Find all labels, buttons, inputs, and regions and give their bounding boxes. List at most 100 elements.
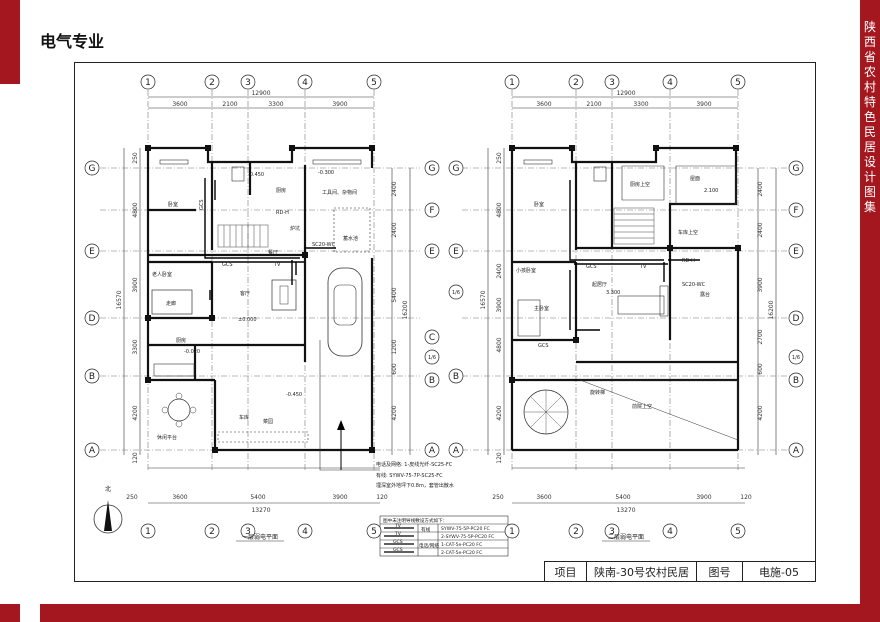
p2-bottom-dim-5: 120 — [740, 494, 752, 501]
legend-kind-3: 电话/网络 — [419, 542, 439, 549]
p2-right-dim-1: 2400 — [757, 181, 764, 196]
axis-row-b: B — [89, 372, 95, 382]
p1-top-total: 12900 — [251, 90, 270, 97]
p2-axis-row-a-right: A — [793, 446, 800, 456]
level-3: ±0.000 — [238, 317, 257, 323]
axis-row-f-right: F — [429, 206, 434, 216]
gcs-label-1: GCS — [222, 262, 233, 268]
project-name: 陕南-30号农村民居 — [587, 562, 697, 581]
note-1: 电话及网络: 1-皮线光纤-SC25-FC — [376, 461, 453, 468]
p2-room-study: 起居厅 — [592, 282, 607, 288]
axis-row-g-right: G — [429, 164, 436, 174]
p2-axis-row-b-right: B — [793, 376, 799, 386]
room-living: 客厅 — [240, 290, 250, 297]
north-label: 北 — [105, 485, 111, 493]
p1-left-dim-2: 4800 — [132, 202, 139, 217]
project-label: 项目 — [545, 562, 587, 581]
p2-room-garage-upper: 车库上空 — [678, 229, 698, 236]
legend-kind-1: 有线 — [421, 526, 431, 533]
p2-room-master: 主卧室 — [534, 305, 549, 312]
room-kitchen: 厨房 — [176, 337, 186, 344]
axis-col-3-bottom: 3 — [245, 527, 251, 537]
p2-axis-col-4-bottom: 4 — [667, 527, 673, 537]
sc-label-2: SC20-WC — [682, 282, 706, 288]
room-water: 蓄水池 — [343, 235, 358, 242]
gcs-label-2: GCS — [586, 264, 597, 270]
p2-room-stairs: 旋转梯 — [590, 389, 605, 396]
axis-col-4: 4 — [302, 78, 308, 88]
p2-left-dim-3: 2400 — [496, 263, 503, 278]
p2-axis-row-f-right: F — [793, 206, 798, 216]
red-bar-bottom-left — [0, 604, 20, 622]
axis-row-a-right: A — [429, 446, 436, 456]
level-5: -0.450 — [286, 392, 302, 398]
p2-axis-col-1: 1 — [509, 78, 515, 88]
p2-right-dim-6: 4200 — [757, 405, 764, 420]
p1-right-dim-4: 1200 — [391, 339, 398, 354]
p2-right-dim-5: 600 — [757, 363, 764, 375]
axis-col-1: 1 — [145, 78, 151, 88]
side-title: 陕西省农村特色民居设计图集 — [863, 20, 876, 214]
axis-row-c-right: C — [429, 333, 435, 343]
legend-sym-1: TV — [394, 523, 402, 529]
p1-right-dim-2: 2400 — [391, 222, 398, 237]
axis-row-a: A — [89, 446, 96, 456]
axis-row-e-right: E — [429, 247, 435, 257]
p1-bottom-dim-5: 120 — [376, 494, 388, 501]
p1-left-dim-5: 4200 — [132, 405, 139, 420]
plan1-caption: 一层弱电平面 — [242, 533, 278, 541]
p2-axis-row-g-right: G — [793, 164, 800, 174]
p2-right-total: 16200 — [768, 300, 775, 319]
p1-right-dim-1: 2400 — [391, 181, 398, 196]
axis-col-2-bottom: 2 — [209, 527, 215, 537]
drawing-sheet — [74, 62, 816, 582]
axis-col-1-bottom: 1 — [145, 527, 151, 537]
room-garage: 车库 — [239, 414, 249, 421]
p2-bottom-dim-3: 5400 — [615, 494, 630, 501]
p2-left-dim-2: 4800 — [496, 202, 503, 217]
p2-top-dim-1: 3600 — [536, 101, 551, 108]
p1-left-dim-1: 250 — [132, 152, 139, 164]
axis-row-e: E — [89, 247, 95, 257]
p2-bottom-total: 13270 — [616, 507, 635, 514]
p2-room-void: 前院上空 — [632, 403, 652, 410]
p2-axis-row-e: E — [453, 247, 459, 257]
p2-top-dim-4: 3900 — [696, 101, 711, 108]
p1-top-dim-3: 3300 — [268, 101, 283, 108]
p1-left-dim-3: 3900 — [132, 277, 139, 292]
p2-room-child: 小孩卧室 — [516, 267, 536, 274]
p2-axis-row-b: B — [453, 372, 459, 382]
p2-bottom-dim-2: 3600 — [536, 494, 551, 501]
p2-axis-row-d-right: D — [793, 314, 800, 324]
legend-title: 图中未注明导线敷设方式如下： — [383, 517, 447, 524]
gcs-label-3: GCS — [538, 343, 549, 349]
p2-room-bedroom: 卧室 — [534, 201, 544, 208]
p2-level-1: 2.100 — [704, 188, 718, 194]
p2-bottom-dim-1: 250 — [492, 494, 504, 501]
p1-top-dim-4: 3900 — [332, 101, 347, 108]
p1-bottom-dim-3: 5400 — [250, 494, 265, 501]
level-1: -0.450 — [248, 172, 264, 178]
p2-axis-row-a: A — [453, 446, 460, 456]
p2-right-dim-2: 2400 — [757, 222, 764, 237]
p2-axis-sub-row-right: 1/6 — [792, 355, 800, 361]
p1-right-dim-6: 4200 — [391, 405, 398, 420]
axis-col-5-bottom: 5 — [371, 527, 377, 537]
rd-label-2: RD-H — [682, 258, 695, 264]
room-dining: 餐厅 — [268, 249, 278, 256]
p1-left-dim-4: 3300 — [132, 339, 139, 354]
p1-right-dim-3: 5400 — [391, 287, 398, 302]
axis-col-4-bottom: 4 — [302, 527, 308, 537]
p2-axis-col-3-bottom: 3 — [609, 527, 615, 537]
legend-sym-3: GCS — [393, 539, 403, 545]
p2-axis-col-4: 4 — [667, 78, 673, 88]
p2-level-2: 3.300 — [606, 290, 620, 296]
p2-axis-col-3: 3 — [609, 78, 615, 88]
p2-axis-row-e-right: E — [793, 247, 799, 257]
axis-row-g: G — [89, 164, 96, 174]
section-title: 电气专业 — [40, 32, 105, 51]
room-kitchen-store: 厨房 — [276, 187, 286, 194]
p2-axis-col-5: 5 — [735, 78, 741, 88]
legend-spec-2: 2-SYWV-75-5P-PC20 FC — [441, 534, 494, 540]
p2-axis-sub-row: 1/6 — [452, 290, 460, 296]
